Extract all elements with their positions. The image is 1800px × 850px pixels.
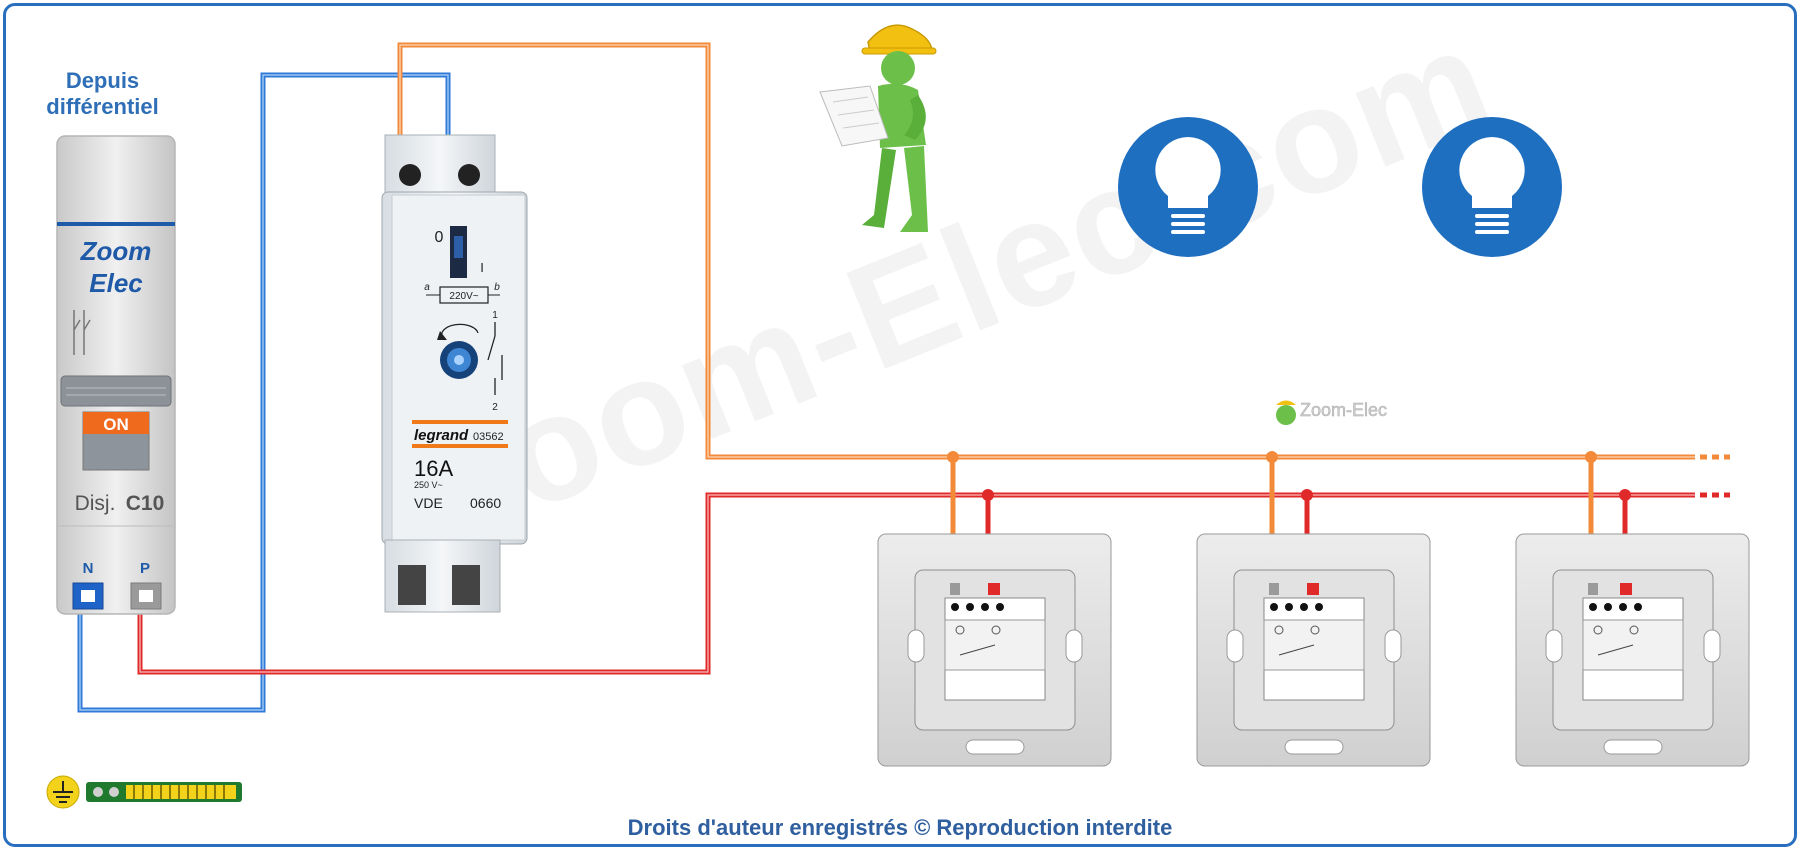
diagram-frame xyxy=(3,3,1797,847)
relay-ref: 03562 xyxy=(473,431,504,443)
relay-pos-on: I xyxy=(480,260,484,275)
relay-term-1: 1 xyxy=(492,310,498,321)
earth-terminal-bar xyxy=(86,782,242,802)
lamp-icon xyxy=(1422,117,1562,257)
breaker-symbol-icon xyxy=(73,310,91,355)
junction-dot xyxy=(1301,489,1313,501)
breaker-rating: C10 xyxy=(126,492,165,515)
wires xyxy=(77,42,1730,713)
relay-contact-symbol xyxy=(487,322,503,395)
junction-dot xyxy=(947,451,959,463)
worker-figure xyxy=(819,24,937,232)
logo-small-text: Zoom-Elec xyxy=(1300,400,1387,420)
junction-dot xyxy=(982,489,994,501)
lamp-icon xyxy=(1118,117,1258,257)
junction-dot xyxy=(1585,451,1597,463)
source-label: Depuis différentiel xyxy=(40,68,165,120)
relay-brand: legrand xyxy=(414,427,469,444)
circuit-breaker: Zoom Elec ON Disj. C10 N P xyxy=(56,135,176,615)
terminal-n-label: N xyxy=(83,560,94,577)
breaker-rating-prefix: Disj. xyxy=(75,492,116,515)
earth-icon xyxy=(46,775,80,809)
breaker-brand-line1: Zoom xyxy=(80,236,152,266)
relay-pos-off: 0 xyxy=(435,229,444,246)
relay-cert: VDE xyxy=(414,495,443,511)
pushbutton-1 xyxy=(877,533,1112,767)
control-wire-highlight xyxy=(399,44,1695,458)
relay-coil-voltage: 220V~ xyxy=(449,291,478,302)
junction-dot xyxy=(1266,451,1278,463)
breaker-state-label: ON xyxy=(103,415,129,434)
relay-term-2: 2 xyxy=(492,402,498,413)
junction-dot xyxy=(1619,489,1631,501)
rotate-arrow-icon xyxy=(441,323,479,337)
breaker-on-indicator xyxy=(83,412,149,434)
pushbutton-2 xyxy=(1196,533,1431,767)
relay-voltage: 250 V~ xyxy=(414,480,443,490)
source-label-line1: Depuis xyxy=(65,68,140,93)
relay-term-a: a xyxy=(424,282,430,293)
phase-wire-highlight xyxy=(139,494,1695,673)
source-label-line2: différentiel xyxy=(46,94,159,119)
relay-code: 0660 xyxy=(470,495,501,511)
relay-current: 16A xyxy=(414,456,453,481)
relay-term-b: b xyxy=(494,282,500,293)
breaker-brand-line2: Elec xyxy=(89,268,143,298)
terminal-p-label: P xyxy=(140,560,150,577)
terminal-n xyxy=(72,582,104,610)
copyright-notice: Droits d'auteur enregistrés © Reproducti… xyxy=(627,815,1173,840)
neutral-wire-highlight xyxy=(79,74,449,711)
terminal-p xyxy=(130,582,162,610)
impulse-relay: 0 I a b 220V~ 1 2 legrand 03562 16A 250 … xyxy=(381,134,528,613)
pushbutton-3 xyxy=(1515,533,1750,767)
zoom-elec-logo: Zoom-Elec xyxy=(1276,400,1387,425)
